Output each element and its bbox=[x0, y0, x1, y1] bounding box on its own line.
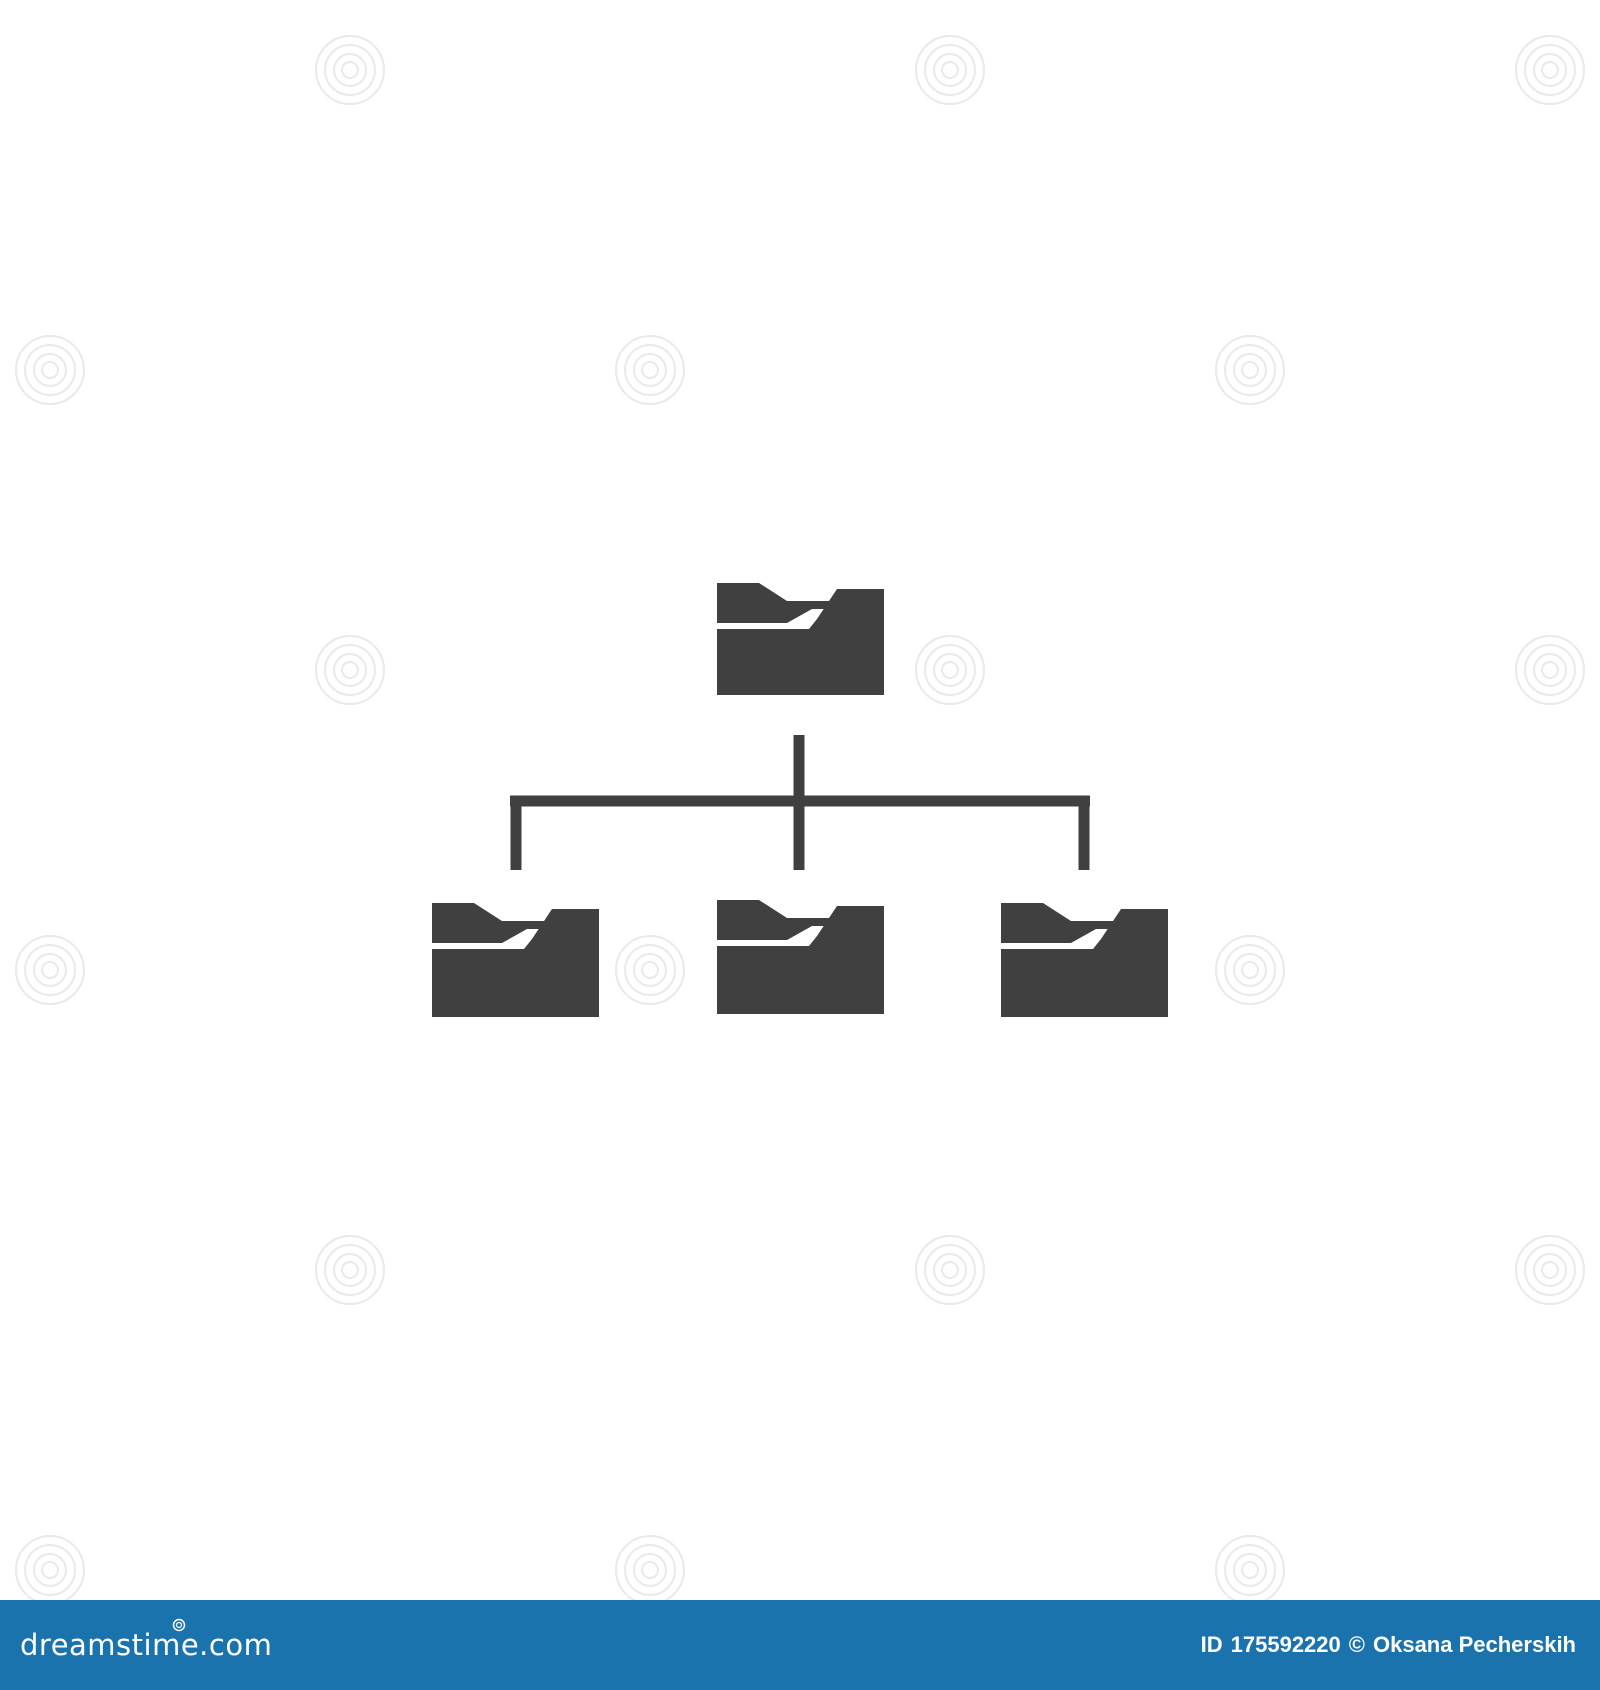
id-number: 175592220 bbox=[1230, 1632, 1341, 1657]
copyright-symbol: © bbox=[1348, 1632, 1365, 1657]
connector-lines bbox=[510, 735, 1090, 870]
child-folder-icon-left bbox=[432, 903, 599, 1017]
spiral-logo-icon bbox=[172, 1618, 186, 1632]
image-canvas bbox=[15, 35, 1585, 1600]
id-label: ID bbox=[1200, 1632, 1223, 1657]
author-name: Oksana Pecherskih bbox=[1372, 1632, 1576, 1657]
brand-text: dreamstime.com bbox=[20, 1628, 273, 1662]
folder-hierarchy-diagram bbox=[432, 583, 1168, 1017]
child-folder-icon-right bbox=[1001, 903, 1168, 1017]
root-folder-icon bbox=[717, 583, 884, 695]
child-folder-icon-center bbox=[717, 900, 884, 1014]
footer-bar: dreamstime.com ID 175592220 © Oksana Pec… bbox=[0, 1600, 1600, 1690]
image-credit: ID 175592220 © Oksana Pecherskih bbox=[1201, 1632, 1576, 1658]
dreamstime-logo: dreamstime.com bbox=[20, 1618, 273, 1662]
